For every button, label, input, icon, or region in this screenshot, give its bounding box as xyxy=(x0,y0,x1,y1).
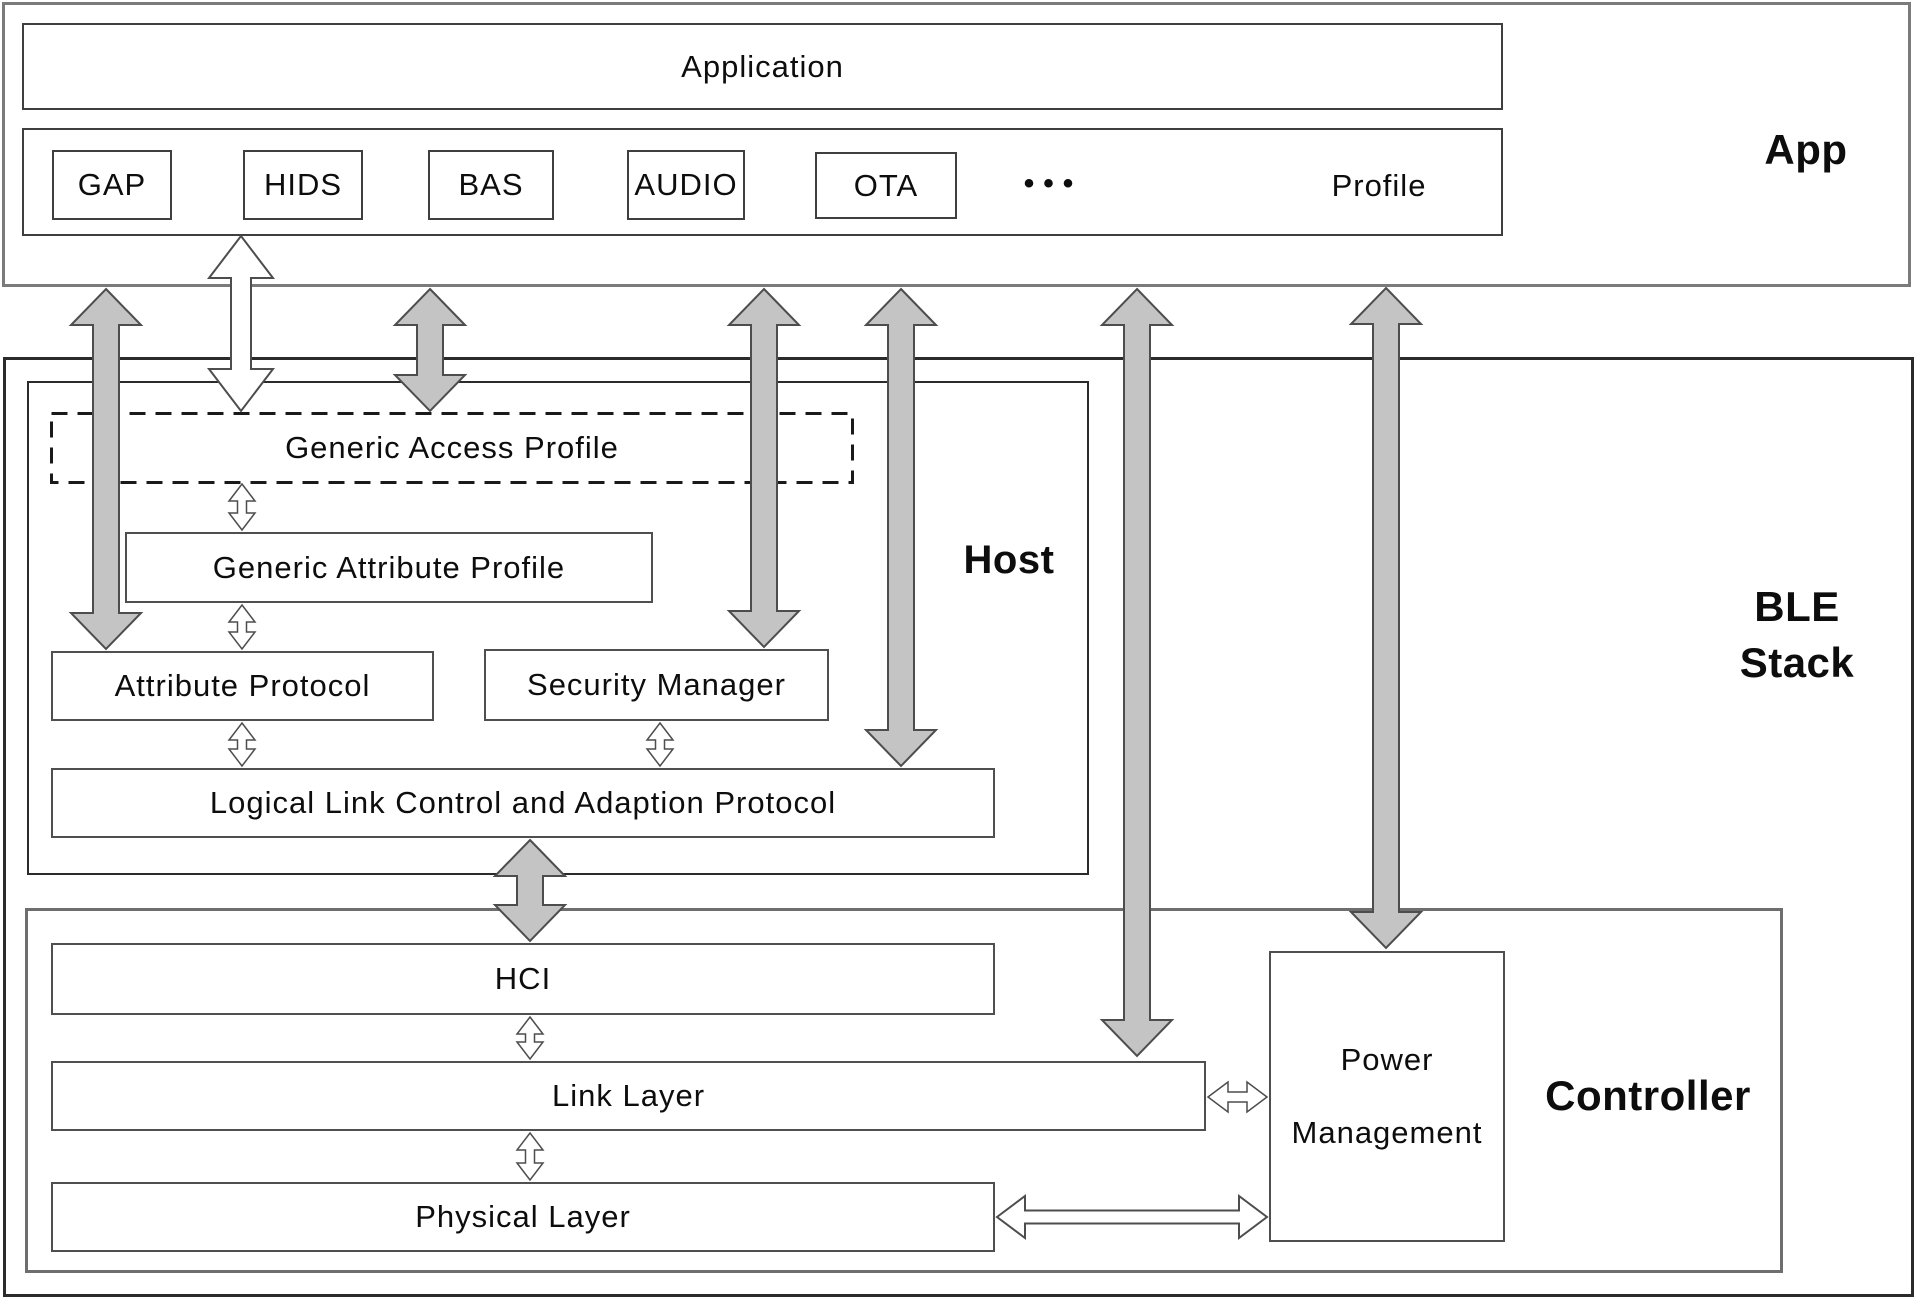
generic-attribute-profile-box: Generic Attribute Profile xyxy=(125,532,653,603)
profile-gap-label: GAP xyxy=(77,167,147,202)
profile-audio-label: AUDIO xyxy=(634,167,738,202)
host-section-label: Host xyxy=(963,537,1055,582)
l2cap-box: Logical Link Control and Adaption Protoc… xyxy=(51,768,995,838)
profile-audio-box: AUDIO xyxy=(627,150,745,220)
link-layer-box: Link Layer xyxy=(51,1061,1206,1131)
profile-gap-box: GAP xyxy=(52,150,172,220)
attribute-protocol-box: Attribute Protocol xyxy=(51,651,434,721)
application-label: Application xyxy=(681,48,844,84)
physical-layer-box: Physical Layer xyxy=(51,1182,995,1252)
ble-stack-section-label: BLE Stack xyxy=(1739,583,1855,686)
generic-access-profile-box: Generic Access Profile xyxy=(285,430,619,465)
app-section-label: App xyxy=(1764,126,1848,173)
profile-ota-label: OTA xyxy=(853,167,919,203)
profile-ota-box: OTA xyxy=(815,152,957,219)
profile-bas-label: BAS xyxy=(458,167,524,202)
hci-box: HCI xyxy=(51,943,995,1015)
power-management-box: Power Management xyxy=(1269,951,1505,1242)
profile-label: Profile xyxy=(1331,168,1427,203)
application-box: Application xyxy=(22,23,1503,110)
profile-hids-label: HIDS xyxy=(263,167,343,202)
profile-ellipsis: ••• xyxy=(1023,167,1083,200)
controller-section-label: Controller xyxy=(1545,1072,1751,1119)
profile-bas-box: BAS xyxy=(428,150,554,220)
security-manager-box: Security Manager xyxy=(484,649,829,721)
profile-hids-box: HIDS xyxy=(243,150,363,220)
